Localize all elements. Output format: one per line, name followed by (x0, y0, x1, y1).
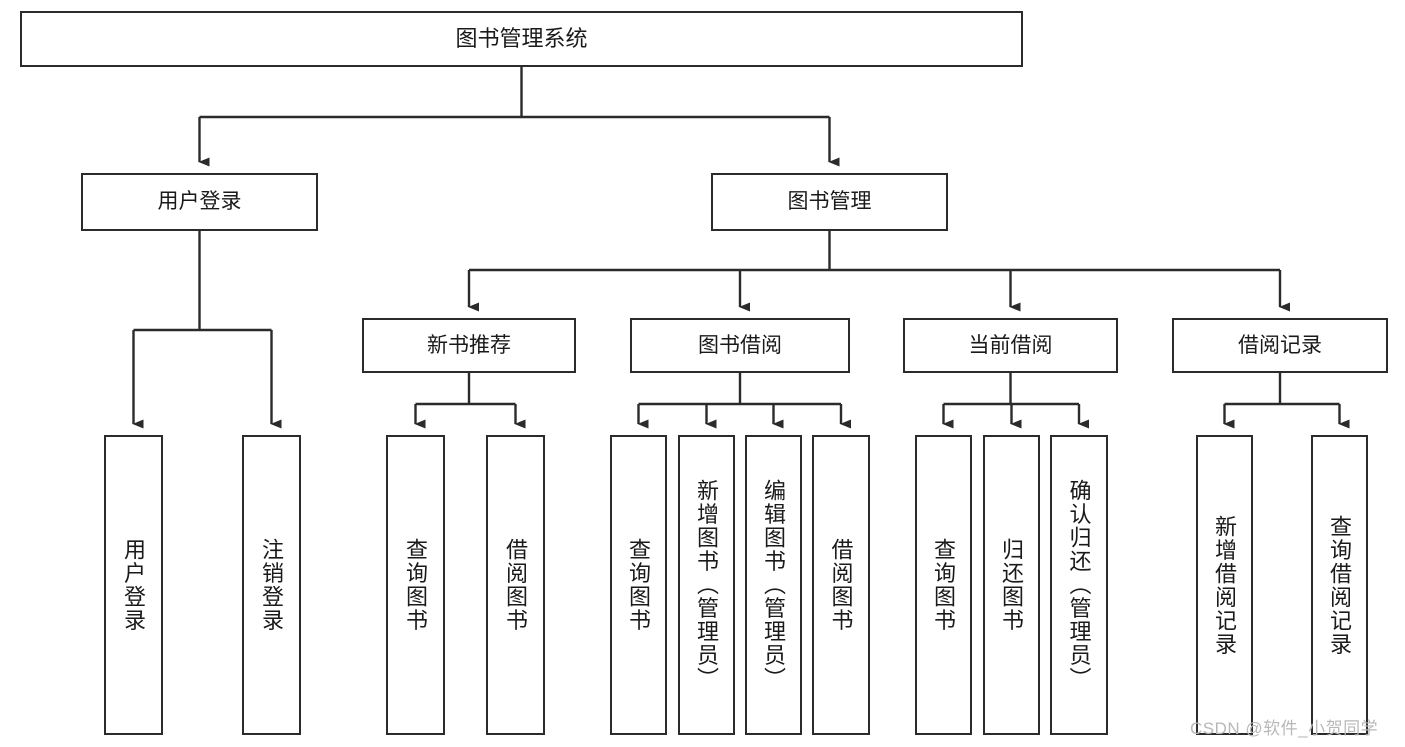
edge-lines (132, 67, 1350, 429)
node-label: 当前借阅 (968, 333, 1053, 357)
node-label: 查询图书 (403, 538, 429, 632)
node-label: 新增借阅记录 (1212, 514, 1238, 656)
node-leaf-query-book-1: 查询图书 (386, 435, 445, 735)
node-label: 查询借阅记录 (1327, 514, 1353, 656)
node-label: 借阅记录 (1238, 333, 1322, 357)
node-label: 查询图书 (931, 538, 957, 632)
node-label: 借阅图书 (828, 538, 854, 632)
node-label: 图书管理 (787, 190, 872, 214)
node-leaf-user-login: 用户登录 (104, 435, 163, 735)
node-l1-book-manage: 图书管理 (711, 173, 948, 231)
node-label: 查询图书 (626, 538, 652, 632)
node-leaf-logout: 注销登录 (242, 435, 301, 735)
node-leaf-confirm-return: 确认归还（管理员） (1050, 435, 1108, 735)
node-label: 新书推荐 (427, 333, 511, 357)
node-leaf-edit-book: 编辑图书（管理员） (745, 435, 802, 735)
node-l2-borrow: 图书借阅 (630, 318, 850, 373)
node-label: 确认归还（管理员） (1066, 479, 1092, 691)
node-leaf-add-book: 新增图书（管理员） (678, 435, 735, 735)
node-label: 归还图书 (999, 538, 1025, 632)
node-leaf-query-book-3: 查询图书 (915, 435, 972, 735)
node-l2-record: 借阅记录 (1172, 318, 1388, 373)
node-label: 图书借阅 (698, 333, 782, 357)
node-leaf-query-record: 查询借阅记录 (1311, 435, 1368, 735)
node-label: 用户登录 (121, 538, 147, 632)
node-l2-new-book: 新书推荐 (362, 318, 576, 373)
node-label: 借阅图书 (503, 538, 529, 632)
node-root: 图书管理系统 (20, 11, 1023, 67)
node-leaf-query-book-2: 查询图书 (610, 435, 667, 735)
node-leaf-borrow-book-2: 借阅图书 (812, 435, 870, 735)
node-leaf-add-record: 新增借阅记录 (1196, 435, 1253, 735)
node-label: 图书管理系统 (455, 25, 588, 51)
node-l2-current: 当前借阅 (903, 318, 1118, 373)
node-label: 注销登录 (259, 538, 285, 632)
node-label: 用户登录 (157, 190, 242, 214)
node-leaf-borrow-book-1: 借阅图书 (486, 435, 545, 735)
node-label: 编辑图书（管理员） (761, 479, 787, 691)
node-l1-user-login: 用户登录 (81, 173, 318, 231)
node-label: 新增图书（管理员） (694, 479, 720, 691)
node-leaf-return-book: 归还图书 (983, 435, 1040, 735)
